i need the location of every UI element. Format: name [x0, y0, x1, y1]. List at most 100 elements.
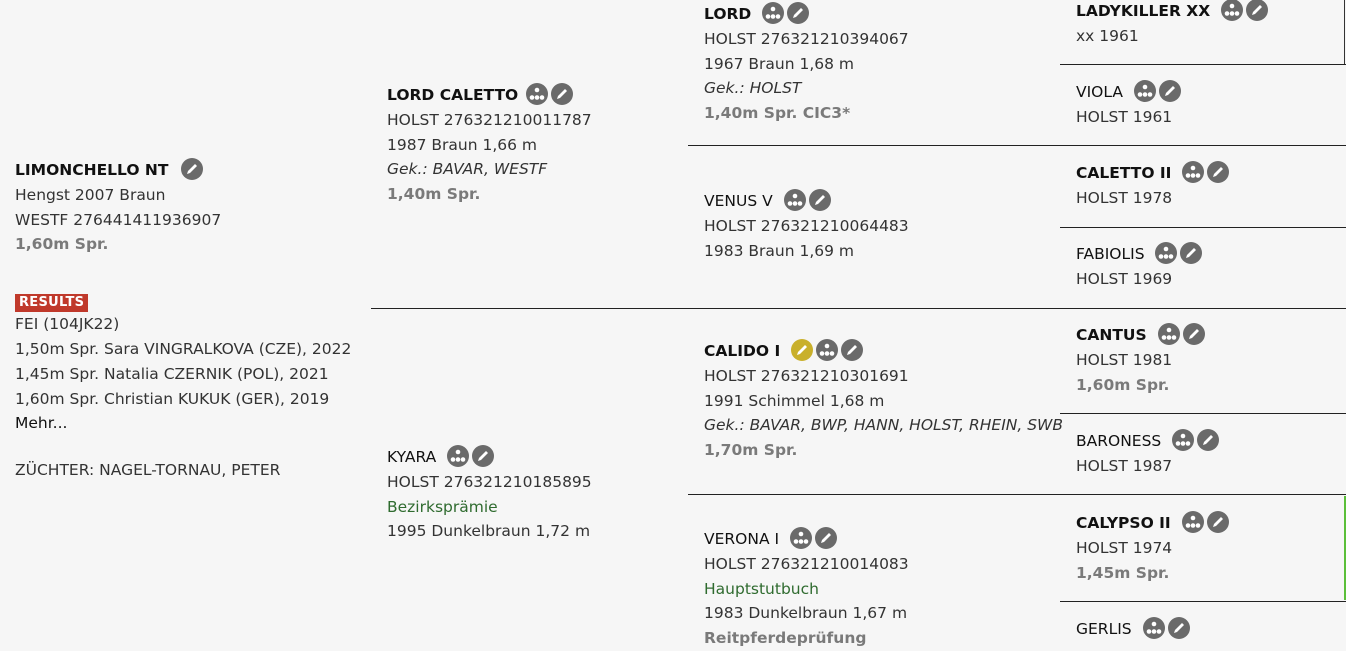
- g4-name[interactable]: FABIOLIS: [1076, 245, 1145, 263]
- dam-status: Bezirksprämie: [387, 497, 498, 516]
- g4-line: HOLST 1969: [1076, 269, 1173, 288]
- divider-g4-1: [1060, 64, 1346, 65]
- sire-name[interactable]: LORD CALETTO: [387, 86, 519, 104]
- ds-panel: CALIDO I HOLST 276321210301691 1991 Schi…: [704, 338, 1064, 463]
- highlight-bar-calypso: [1344, 496, 1346, 600]
- horse-line2: WESTF 276441411936907: [15, 210, 222, 229]
- sire-reg: HOLST 276321210011787: [387, 110, 592, 129]
- g4-panel-7: GERLIS: [1076, 616, 1190, 642]
- g4-line: xx 1961: [1076, 26, 1139, 45]
- pedigree-icon[interactable]: [1181, 510, 1204, 533]
- highlight-bar-ladykiller: [1344, 0, 1345, 64]
- dd-info: 1983 Dunkelbraun 1,67 m: [704, 604, 908, 623]
- horse-name[interactable]: LIMONCHELLO NT: [15, 161, 169, 179]
- dd-name[interactable]: VERONA I: [704, 530, 780, 548]
- divider-g4-7: [1060, 601, 1346, 602]
- dd-reg: HOLST 276321210014083: [704, 554, 909, 573]
- pedigree-icon[interactable]: [816, 338, 839, 361]
- pedigree-icon[interactable]: [1142, 616, 1165, 639]
- horse-perf: 1,60m Spr.: [15, 235, 109, 254]
- g4-name[interactable]: BARONESS: [1076, 432, 1162, 450]
- result-item: 1,50m Spr. Sara VINGRALKOVA (CZE), 2022: [15, 339, 352, 358]
- divider-g4-3: [1060, 227, 1346, 228]
- pedigree-icon[interactable]: [1133, 79, 1156, 102]
- divider-ss-sd: [688, 145, 1346, 146]
- g4-name[interactable]: CANTUS: [1076, 326, 1147, 344]
- divider-ds-dd: [688, 494, 1346, 495]
- pedigree-icon[interactable]: [526, 82, 549, 105]
- ss-perf: 1,40m Spr. CIC3*: [704, 104, 851, 123]
- g4-name[interactable]: LADYKILLER XX: [1076, 2, 1211, 20]
- pedigree-icon[interactable]: [1155, 241, 1178, 264]
- g4-line: HOLST 1961: [1076, 107, 1173, 126]
- pedigree-icon[interactable]: [783, 188, 806, 211]
- sd-info: 1983 Braun 1,69 m: [704, 241, 854, 260]
- ds-name[interactable]: CALIDO I: [704, 342, 781, 360]
- results-badge[interactable]: RESULTS: [15, 294, 89, 313]
- g4-name[interactable]: GERLIS: [1076, 620, 1132, 638]
- main-horse-panel: LIMONCHELLO NT Hengst 2007 Braun WESTF 2…: [15, 157, 352, 483]
- g4-name[interactable]: CALYPSO II: [1076, 514, 1171, 532]
- sire-gek: Gek.: BAVAR, WESTF: [387, 160, 548, 179]
- divider-g4-5: [1060, 413, 1346, 414]
- ss-panel: LORD HOLST 276321210394067 1967 Braun 1,…: [704, 1, 909, 126]
- g4-line: HOLST 1978: [1076, 188, 1173, 207]
- g4-name[interactable]: VIOLA: [1076, 83, 1123, 101]
- edit-icon[interactable]: [808, 188, 831, 211]
- result-item: 1,60m Spr. Christian KUKUK (GER), 2019: [15, 389, 330, 408]
- edit-icon[interactable]: [815, 526, 838, 549]
- pedigree-icon[interactable]: [1182, 160, 1205, 183]
- edit-icon[interactable]: [787, 1, 810, 24]
- g4-panel-0: LADYKILLER XX xx 1961: [1076, 0, 1269, 49]
- g4-panel-3: FABIOLIS HOLST 1969: [1076, 241, 1203, 292]
- more-link[interactable]: Mehr...: [15, 414, 68, 433]
- dd-perf: Reitpferdeprüfung: [704, 629, 867, 648]
- pedigree-icon[interactable]: [762, 1, 785, 24]
- edit-icon[interactable]: [181, 157, 204, 180]
- g4-line: HOLST 1981: [1076, 350, 1173, 369]
- g4-panel-4: CANTUS HOLST 1981 1,60m Spr.: [1076, 322, 1205, 397]
- fei-id: FEI (104JK22): [15, 315, 120, 334]
- dam-panel: KYARA HOLST 276321210185895 Bezirksprämi…: [387, 444, 592, 544]
- edit-icon[interactable]: [1167, 616, 1190, 639]
- g4-perf: 1,45m Spr.: [1076, 563, 1170, 582]
- sire-perf: 1,40m Spr.: [387, 185, 481, 204]
- key-icon[interactable]: [791, 338, 814, 361]
- edit-icon[interactable]: [1206, 510, 1229, 533]
- edit-icon[interactable]: [1207, 160, 1230, 183]
- dam-info: 1995 Dunkelbraun 1,72 m: [387, 522, 591, 541]
- edit-icon[interactable]: [841, 338, 864, 361]
- sire-panel: LORD CALETTO HOLST 276321210011787 1987 …: [387, 82, 592, 207]
- pedigree-icon[interactable]: [1221, 0, 1244, 21]
- horse-line1: Hengst 2007 Braun: [15, 185, 166, 204]
- ds-gek: Gek.: BAVAR, BWP, HANN, HOLST, RHEIN, SW…: [704, 416, 1064, 435]
- edit-icon[interactable]: [551, 82, 574, 105]
- breeder: ZÜCHTER: NAGEL-TORNAU, PETER: [15, 461, 281, 480]
- g4-line: HOLST 1987: [1076, 456, 1173, 475]
- ss-name[interactable]: LORD: [704, 5, 752, 23]
- g4-panel-6: CALYPSO II HOLST 1974 1,45m Spr.: [1076, 510, 1229, 585]
- ss-gek: Gek.: HOLST: [704, 79, 802, 98]
- dd-panel: VERONA I HOLST 276321210014083 Hauptstut…: [704, 526, 909, 651]
- divider-sire-dam: [371, 308, 1346, 309]
- sd-name[interactable]: VENUS V: [704, 192, 773, 210]
- g4-name[interactable]: CALETTO II: [1076, 164, 1172, 182]
- g4-panel-1: VIOLA HOLST 1961: [1076, 79, 1181, 130]
- ss-info: 1967 Braun 1,68 m: [704, 54, 854, 73]
- edit-icon[interactable]: [1182, 322, 1205, 345]
- pedigree-icon[interactable]: [790, 526, 813, 549]
- ds-perf: 1,70m Spr.: [704, 441, 798, 460]
- edit-icon[interactable]: [1158, 79, 1181, 102]
- edit-icon[interactable]: [1180, 241, 1203, 264]
- ss-reg: HOLST 276321210394067: [704, 29, 909, 48]
- g4-perf: 1,60m Spr.: [1076, 375, 1170, 394]
- pedigree-icon[interactable]: [1172, 428, 1195, 451]
- edit-icon[interactable]: [1197, 428, 1220, 451]
- edit-icon[interactable]: [472, 444, 495, 467]
- dam-name[interactable]: KYARA: [387, 448, 437, 466]
- pedigree-icon[interactable]: [1157, 322, 1180, 345]
- ds-info: 1991 Schimmel 1,68 m: [704, 391, 885, 410]
- g4-panel-2: CALETTO II HOLST 1978: [1076, 160, 1230, 211]
- edit-icon[interactable]: [1246, 0, 1269, 21]
- pedigree-icon[interactable]: [447, 444, 470, 467]
